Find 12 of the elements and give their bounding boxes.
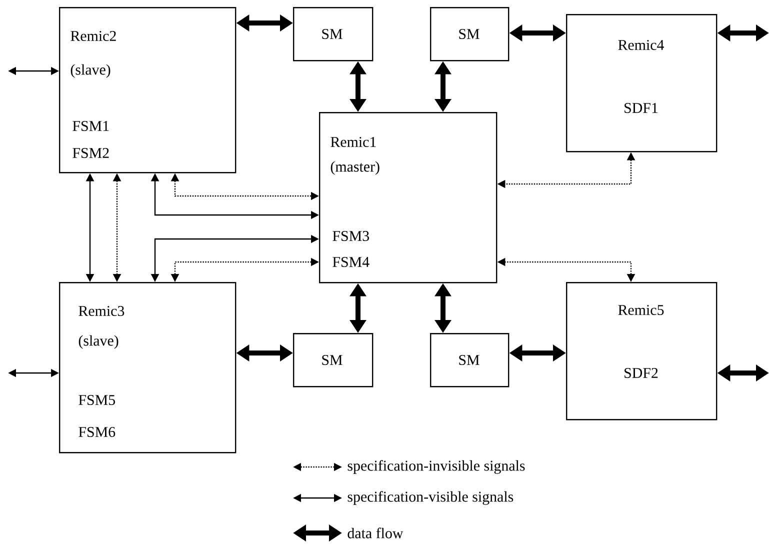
legend-text: specification-visible signals xyxy=(348,491,514,505)
module-box: SM xyxy=(293,333,374,388)
block-box: Remic5 SDF2 xyxy=(566,282,718,420)
legend-text: data flow xyxy=(348,528,404,538)
block-box: Remic2 (slave) FSM1 FSM2 xyxy=(59,7,236,174)
block-box: Remic4 SDF1 xyxy=(566,14,718,152)
block-box: Remic1 (master) FSM3 FSM4 xyxy=(319,112,498,284)
block-box: Remic3 (slave) FSM5 FSM6 xyxy=(59,282,236,454)
module-box: SM xyxy=(430,7,510,62)
legend-text: specification-invisible signals xyxy=(348,460,525,474)
module-box: SM xyxy=(430,333,510,388)
module-box: SM xyxy=(293,7,374,62)
